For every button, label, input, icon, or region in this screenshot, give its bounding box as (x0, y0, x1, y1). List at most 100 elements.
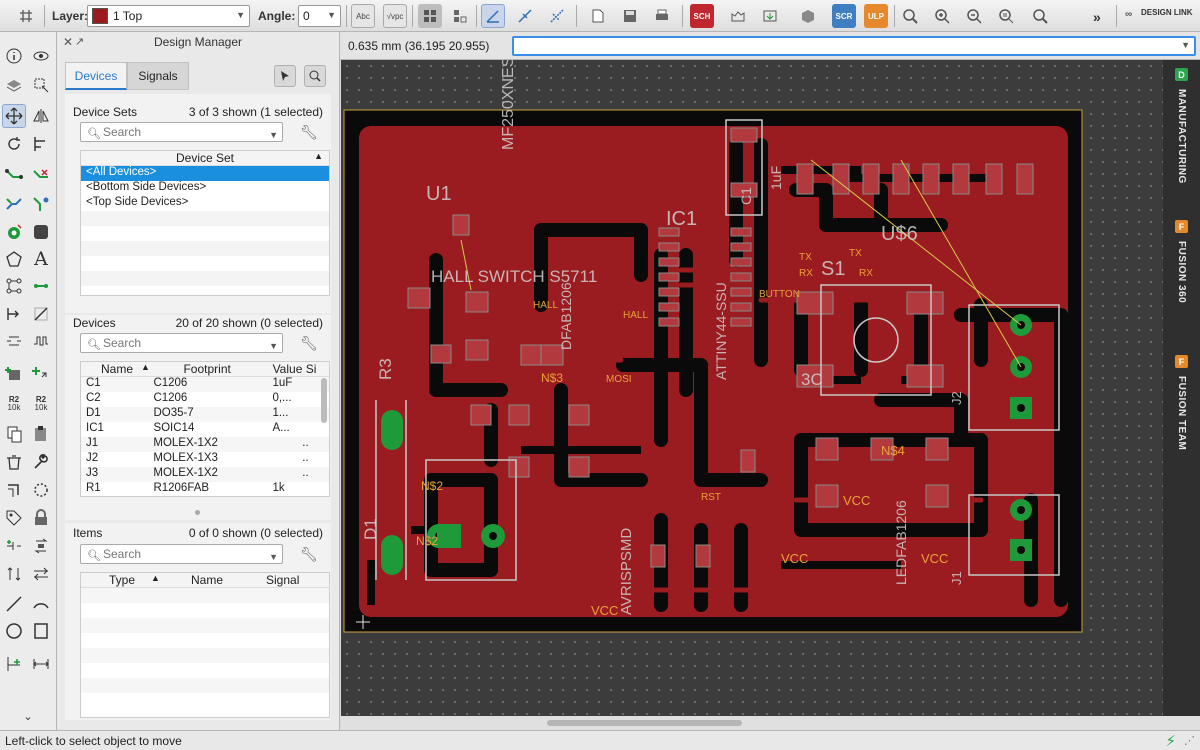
layer-select[interactable]: 1 Top ▼ (87, 5, 250, 27)
design-link-button[interactable]: ∞ DESIGN LINK (1125, 8, 1195, 20)
gateswap-icon[interactable] (29, 562, 53, 586)
manufacturing-tab[interactable]: D MANUFACTURING (1166, 68, 1197, 184)
undock-icon[interactable]: ↗ (75, 36, 85, 48)
wrench-icon[interactable]: 🔧︎ (300, 546, 318, 562)
rectangle-icon[interactable] (29, 619, 53, 643)
cam-icon[interactable] (726, 4, 750, 28)
list-item[interactable]: <All Devices> (81, 166, 329, 181)
route-icon[interactable] (2, 165, 26, 189)
group-icon[interactable] (448, 4, 472, 28)
rotate-icon[interactable] (2, 132, 26, 156)
waveform-icon[interactable] (29, 329, 53, 353)
align-icon[interactable] (29, 132, 53, 156)
save-icon[interactable] (618, 4, 642, 28)
column-value[interactable]: Value Si (272, 362, 317, 376)
lock-icon[interactable] (29, 506, 53, 530)
wrench-icon[interactable] (29, 450, 53, 474)
scrollbar-thumb[interactable] (547, 720, 742, 726)
export-icon[interactable] (758, 4, 782, 28)
via-icon[interactable] (2, 220, 26, 244)
move-icon[interactable] (2, 104, 26, 128)
column-name[interactable]: Name (191, 573, 224, 587)
pcb-layout[interactable]: TX TX RX RX BUTTON HALL HALL RST VCC VCC… (341, 60, 1163, 716)
split-route-icon[interactable] (2, 534, 26, 558)
zoom-in-icon[interactable] (930, 4, 954, 28)
script-button[interactable]: SCR (832, 4, 856, 28)
add-part-icon[interactable] (2, 362, 26, 386)
column-type[interactable]: Type (109, 573, 136, 587)
3d-board-icon[interactable] (796, 4, 820, 28)
expand-palette-icon[interactable]: ⌄ (23, 710, 33, 723)
close-icon[interactable]: ✕ (63, 35, 74, 49)
mark-icon[interactable] (29, 73, 53, 97)
canvas-horizontal-scrollbar[interactable] (341, 716, 1200, 730)
wrench-icon[interactable]: 🔧︎ (300, 124, 318, 140)
layout-view-icon[interactable] (418, 4, 442, 28)
layers-icon[interactable] (2, 73, 26, 97)
command-input[interactable]: ▼ (512, 36, 1196, 56)
list-item[interactable]: <Top Side Devices> (81, 196, 329, 211)
zoom-menu-icon[interactable] (1028, 4, 1052, 28)
list-item[interactable]: <Bottom Side Devices> (81, 181, 329, 196)
autorouter-icon[interactable] (2, 192, 26, 216)
column-signal[interactable]: Signal (266, 573, 300, 587)
more-tools-button[interactable]: » (1093, 9, 1101, 25)
info-icon[interactable] (2, 44, 26, 68)
ripup-icon[interactable] (545, 4, 569, 28)
replace-icon[interactable] (29, 534, 53, 558)
ulp-button[interactable]: ULP (864, 4, 888, 28)
zoom-to-selection-icon[interactable] (304, 65, 326, 87)
zoom-fit-icon[interactable] (898, 4, 922, 28)
lightning-icon[interactable]: ⚡︎ (1165, 733, 1176, 750)
circle-icon[interactable] (2, 619, 26, 643)
line-draw-icon[interactable] (2, 592, 26, 616)
swap-icon[interactable] (2, 562, 26, 586)
polygon-fill-icon[interactable] (29, 220, 53, 244)
device-sets-search[interactable]: 🔍︎ Search ▼ (80, 122, 283, 142)
signal-icon[interactable] (2, 274, 26, 298)
copy-icon[interactable] (2, 422, 26, 446)
devices-search[interactable]: 🔍︎ Search ▼ (80, 333, 283, 353)
angle-select[interactable]: 0 ▼ (298, 5, 341, 27)
schematic-button[interactable]: SCH (690, 4, 714, 28)
attribute-icon[interactable] (2, 506, 26, 530)
board-canvas[interactable]: TX TX RX RX BUTTON HALL HALL RST VCC VCC… (341, 60, 1163, 716)
column-footprint[interactable]: Footprint (183, 362, 231, 376)
dimension-icon[interactable] (29, 652, 53, 676)
ripup-route-icon[interactable] (29, 165, 53, 189)
splitter-handle[interactable] (195, 510, 200, 515)
miter-icon[interactable] (2, 478, 26, 502)
tab-devices[interactable]: Devices (65, 62, 127, 90)
fusion-360-tab[interactable]: F FUSION 360 (1166, 220, 1197, 303)
route-angle-icon[interactable] (481, 4, 505, 28)
mirror-icon[interactable] (29, 104, 53, 128)
open-file-icon[interactable] (586, 4, 610, 28)
fusion-team-tab[interactable]: F FUSION TEAM (1166, 355, 1197, 450)
optimize-icon[interactable] (29, 192, 53, 216)
split-icon[interactable] (513, 4, 537, 28)
meander-icon[interactable] (2, 329, 26, 353)
line-icon[interactable] (29, 302, 53, 326)
hole-icon[interactable] (2, 652, 26, 676)
resize-grip-icon[interactable]: ⋰ (1184, 735, 1195, 747)
column-name[interactable]: Name (101, 362, 134, 376)
devices-scrollbar[interactable] (321, 378, 327, 423)
zoom-select-icon[interactable] (994, 4, 1018, 28)
smash-text-button[interactable]: Abc (351, 4, 375, 28)
polygon-icon[interactable] (2, 247, 26, 271)
change-icon[interactable] (2, 302, 26, 326)
arc-icon[interactable] (29, 592, 53, 616)
add-component-icon[interactable] (29, 362, 53, 386)
grid-icon[interactable] (14, 4, 38, 28)
wire-icon[interactable] (29, 274, 53, 298)
print-icon[interactable] (650, 4, 674, 28)
delete-icon[interactable] (2, 450, 26, 474)
items-search[interactable]: 🔍︎ Search ▼ (80, 544, 283, 564)
